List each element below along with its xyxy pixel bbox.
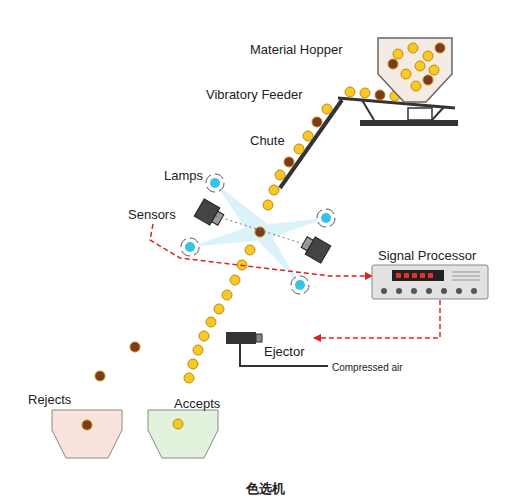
node-label: Material Hopper bbox=[250, 42, 343, 57]
node-label: Rejects bbox=[28, 392, 71, 407]
signal-connector bbox=[314, 300, 440, 338]
node-label: Accepts bbox=[174, 396, 220, 411]
node-label: Signal Processor bbox=[378, 248, 476, 263]
node-label: Ejector bbox=[264, 344, 304, 359]
air-pipe bbox=[240, 344, 328, 366]
lamps-label: Lamps bbox=[164, 168, 203, 183]
air-label: Compressed air bbox=[332, 360, 403, 375]
chute-label: Chute bbox=[250, 133, 285, 148]
feeder-label: Vibratory Feeder bbox=[206, 87, 303, 102]
vibratory-feeder bbox=[338, 98, 458, 126]
chute bbox=[280, 100, 342, 188]
rejects-bin: Rejects bbox=[26, 392, 126, 462]
light-beams bbox=[190, 183, 326, 285]
sensor-cameras bbox=[194, 199, 331, 263]
sensors-label: Sensors bbox=[126, 206, 184, 224]
signal-connector bbox=[150, 224, 372, 276]
node-label: Sensors bbox=[128, 207, 176, 222]
ejector: Ejector bbox=[226, 328, 314, 362]
signal-processor: Signal Processor bbox=[372, 248, 490, 300]
figure-caption: 色选机 bbox=[246, 481, 285, 496]
accepts-bin: Accepts bbox=[146, 394, 246, 462]
lamps bbox=[181, 174, 335, 294]
product-stream bbox=[95, 87, 415, 383]
